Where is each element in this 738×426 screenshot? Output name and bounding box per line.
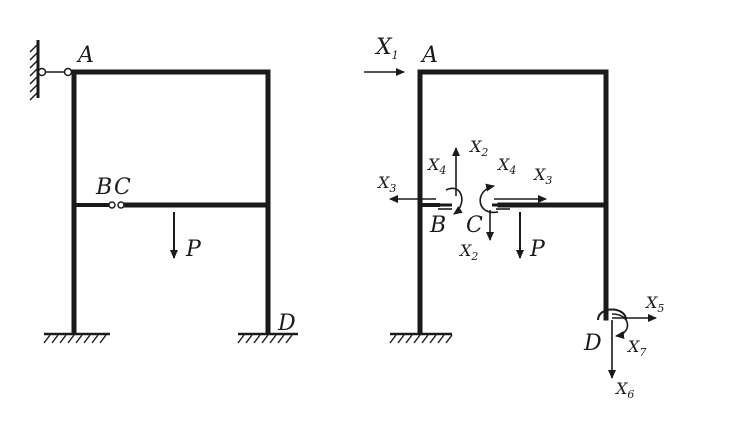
force-x3-left-label: X3 bbox=[376, 173, 396, 195]
left-frame bbox=[71, 69, 271, 335]
right-ground-a bbox=[389, 332, 453, 344]
right-label-a: A bbox=[420, 43, 438, 68]
force-x2-top-label: X2 bbox=[468, 137, 488, 159]
force-x4-right-label: X4 bbox=[496, 155, 516, 177]
force-x7-label: X7 bbox=[626, 337, 646, 359]
cut-c-forces bbox=[479, 183, 547, 241]
left-wall-support bbox=[29, 40, 73, 101]
left-label-a: A bbox=[76, 43, 94, 68]
right-label-p: P bbox=[529, 237, 546, 262]
right-label-d: D bbox=[583, 331, 602, 356]
left-label-c: C bbox=[114, 175, 131, 200]
right-label-b: B bbox=[429, 213, 446, 238]
support-d-forces bbox=[597, 308, 657, 379]
force-x6-label: X6 bbox=[614, 379, 634, 401]
left-diagram: A B C D P bbox=[29, 40, 298, 344]
cut-b-forces bbox=[389, 147, 463, 215]
right-diagram: X1 A X3 X4 X2 B X4 X3 C X2 P bbox=[364, 35, 664, 401]
force-x3-right-label: X3 bbox=[532, 165, 552, 187]
left-label-p: P bbox=[185, 237, 202, 262]
force-x1-label: X1 bbox=[374, 35, 399, 62]
right-label-c: C bbox=[466, 213, 483, 238]
left-ground-a bbox=[43, 332, 110, 344]
left-label-b: B bbox=[95, 175, 112, 200]
force-x4-left-label: X4 bbox=[426, 155, 446, 177]
force-x2-bottom-label: X2 bbox=[458, 241, 478, 263]
left-ground-d bbox=[237, 332, 298, 344]
left-label-d: D bbox=[277, 311, 296, 336]
force-x5-label: X5 bbox=[644, 293, 664, 315]
right-frame bbox=[417, 69, 609, 335]
